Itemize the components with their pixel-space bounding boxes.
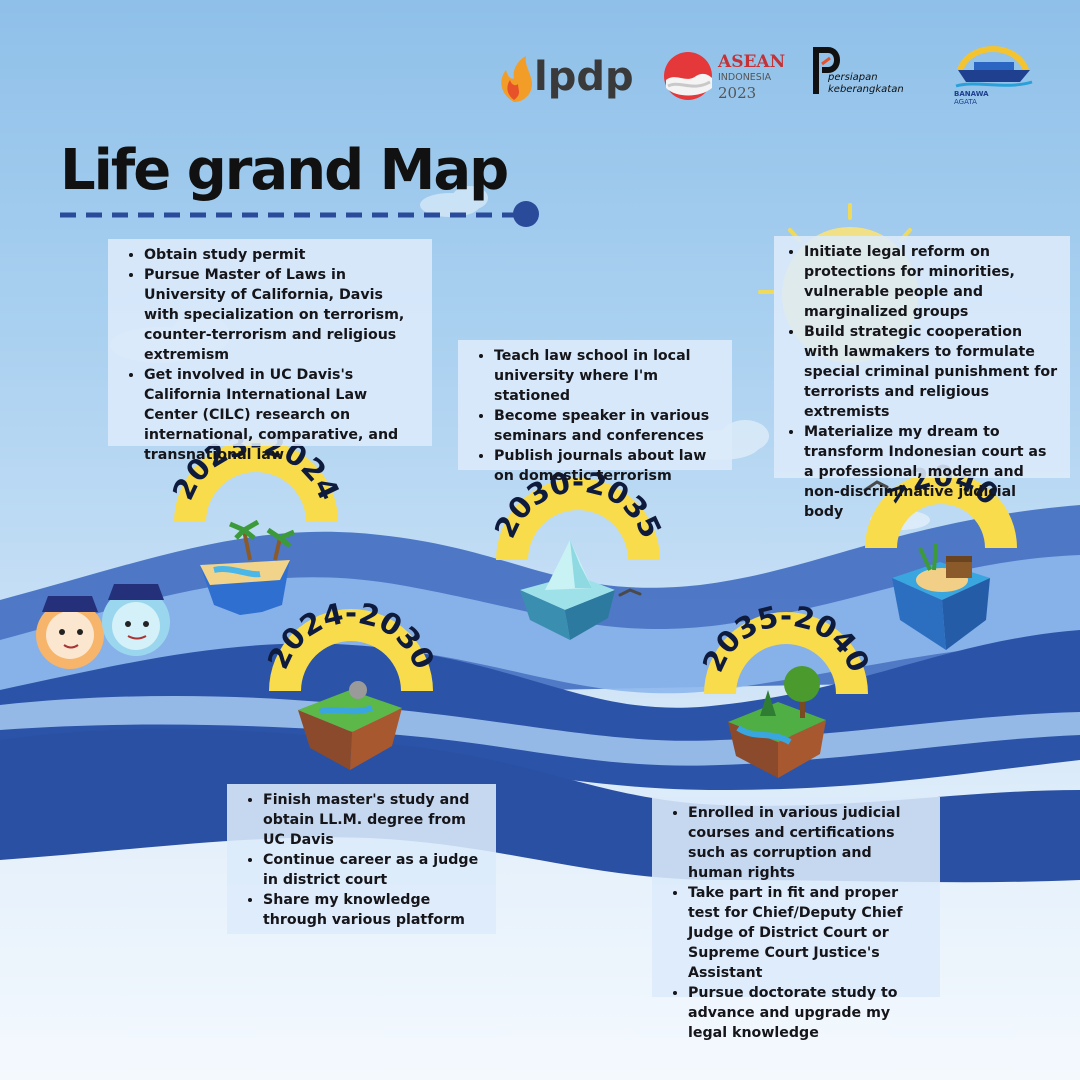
list-item: Obtain study permit: [144, 245, 422, 265]
list-item: Build strategic cooperation with lawmake…: [804, 322, 1060, 422]
forest-island-icon: [728, 666, 826, 778]
list-item: Finish master's study and obtain LL.M. d…: [263, 790, 486, 850]
treasure-island-icon: [892, 543, 990, 650]
flame-icon: [501, 56, 532, 102]
agata-text: AGATA: [954, 98, 977, 106]
asean-year-text: 2023: [718, 84, 757, 102]
list-item: Teach law school in local university whe…: [494, 346, 722, 406]
banawa-agata-logo: BANAWA AGATA: [950, 40, 1040, 106]
list-item: Become speaker in various seminars and c…: [494, 406, 722, 446]
keberangkatan-text: keberangkatan: [828, 84, 904, 95]
banawa-text: BANAWA: [954, 90, 989, 98]
note-list-2024-2030: Finish master's study and obtain LL.M. d…: [227, 790, 486, 930]
birds: [618, 480, 889, 597]
asean-text: ASEAN: [718, 52, 786, 72]
p-emblem-icon: [813, 47, 840, 94]
waterfall-island-icon: [298, 681, 402, 770]
list-item: Continue career as a judge in district c…: [263, 850, 486, 890]
note-2024-2030: Finish master's study and obtain LL.M. d…: [227, 784, 496, 934]
list-item: Pursue Master of Laws in University of C…: [144, 265, 422, 365]
list-item: Get involved in UC Davis's California In…: [144, 365, 422, 465]
list-item: Pursue doctorate study to advance and up…: [688, 983, 930, 1043]
ice-mountain-island-icon: [520, 540, 615, 640]
persiapan-text: persiapan: [828, 72, 878, 83]
asean-emblem-icon: [664, 52, 712, 100]
note-2035-2040: Enrolled in various judicial courses and…: [652, 797, 940, 1041]
note-list-2030-2035: Teach law school in local university whe…: [458, 346, 722, 486]
title-underline: [60, 201, 539, 227]
mascot-characters: [36, 584, 170, 669]
note-list-2035-2040: Enrolled in various judicial courses and…: [652, 803, 930, 1043]
note-2023-2024: Obtain study permit Pursue Master of Law…: [108, 239, 432, 463]
persiapan-keberangkatan-logo: persiapan keberangkatan: [812, 44, 922, 102]
note-after-2040: Initiate legal reform on protections for…: [774, 236, 1070, 520]
note-2030-2035: Teach law school in local university whe…: [458, 340, 732, 484]
note-list-2023-2024: Obtain study permit Pursue Master of Law…: [108, 245, 422, 465]
list-item: Share my knowledge through various platf…: [263, 890, 486, 930]
milestone-marker-2035-2040: 2035-2040: [696, 599, 876, 778]
list-item: Take part in fit and proper test for Chi…: [688, 883, 930, 983]
milestone-marker-2030-2035: 2030-2035: [488, 465, 668, 640]
list-item: Publish journals about law on domestic t…: [494, 446, 722, 486]
milestone-marker-2024-2030: 2024-2030: [261, 596, 441, 770]
list-item: Enrolled in various judicial courses and…: [688, 803, 930, 883]
asean-indonesia-text: INDONESIA: [718, 72, 772, 83]
lpdp-wordmark: lpdp: [534, 54, 634, 100]
list-item: Initiate legal reform on protections for…: [804, 242, 1060, 322]
note-list-after-2040: Initiate legal reform on protections for…: [774, 242, 1060, 522]
page-title: Life grand Map: [60, 138, 509, 203]
ship-emblem-icon: [955, 46, 1033, 88]
list-item: Materialize my dream to transform Indone…: [804, 422, 1060, 522]
lpdp-logo: lpdp: [492, 52, 642, 104]
asean-indonesia-logo: ASEAN INDONESIA 2023: [662, 50, 786, 104]
beach-island-icon: [200, 519, 295, 615]
